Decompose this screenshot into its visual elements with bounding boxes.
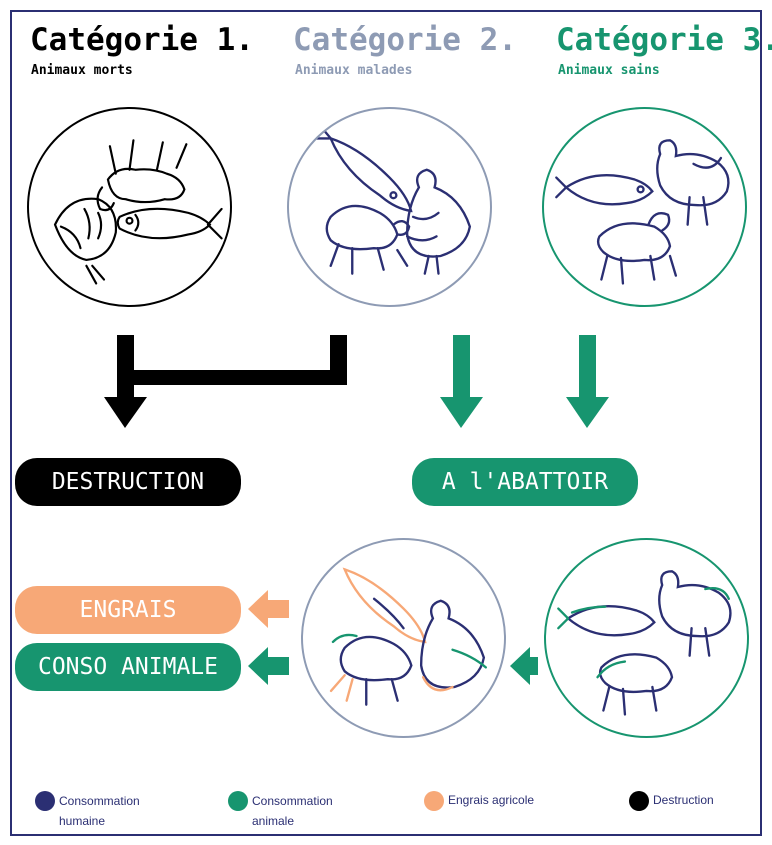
destruction-badge: DESTRUCTION [15,458,241,506]
legend-dot-animal [228,791,248,811]
sick-animals-icon [313,125,472,275]
dead-animals-icon [53,139,223,285]
legend-dot-destruction [629,791,649,811]
engrais-badge: ENGRAIS [15,586,241,634]
diagram-frame [10,10,762,836]
sick-animals-illustration [287,107,492,307]
legend-dot-human [35,791,55,811]
byproducts-icon [329,567,487,706]
byproducts-illustration [301,538,506,738]
category-1-subtitle: Animaux morts [31,63,133,78]
legend-dot-fertilizer [424,791,444,811]
legend-label-fertilizer: Engrais agricole [448,793,535,807]
dead-animals-illustration [27,107,232,307]
abattoir-badge: A l'ABATTOIR [412,458,638,506]
conso-animale-badge: CONSO ANIMALE [15,643,241,691]
legend-label-human: Consommation humaine [59,794,140,828]
healthy-animals-illustration [542,107,747,307]
legend-label-animal: Consommation animale [252,794,333,828]
category-3-title: Catégorie 3. [556,22,772,58]
category-2-title: Catégorie 2. [293,22,517,58]
partial-consumption-icon [557,570,732,716]
legend-label-destruction: Destruction [653,793,714,807]
healthy-animals-icon [555,139,730,285]
category-3-subtitle: Animaux sains [558,63,660,78]
category-2-subtitle: Animaux malades [295,63,413,78]
partial-consumption-illustration [544,538,749,738]
category-1-title: Catégorie 1. [30,22,254,58]
